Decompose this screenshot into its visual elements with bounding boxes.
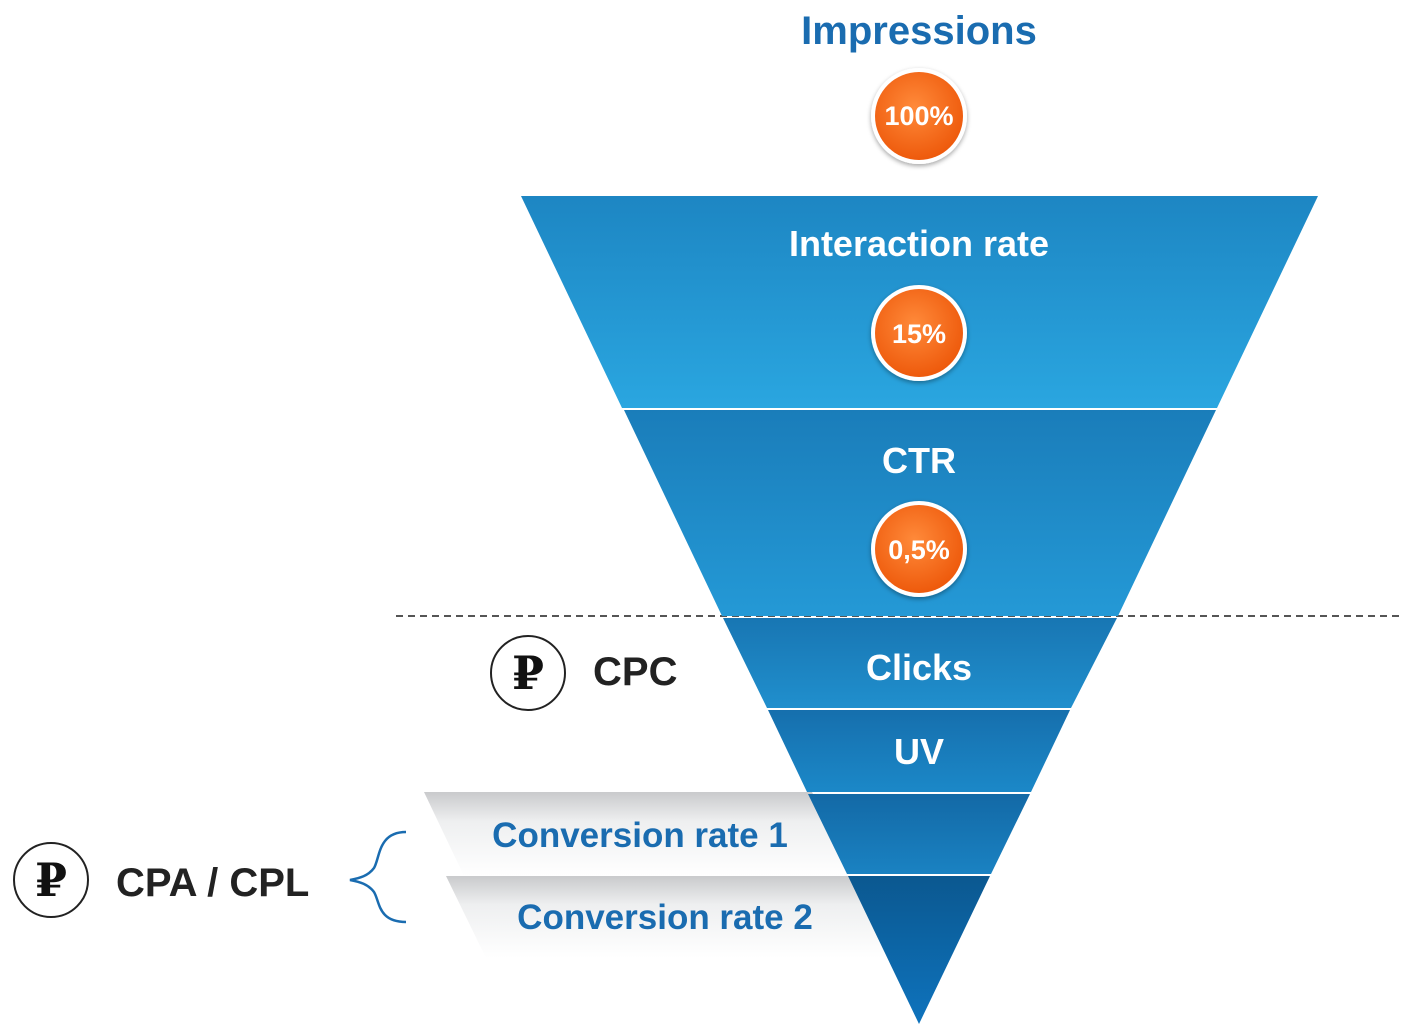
conversion-tab-2 — [446, 876, 892, 958]
ctr-badge-value: 0,5% — [888, 535, 950, 565]
svg-text:₽: ₽ — [512, 646, 544, 700]
conversion-rate-2-label: Conversion rate 2 — [517, 898, 813, 937]
stage-label-uv: UV — [894, 731, 944, 772]
interaction-rate-badge-value: 15% — [892, 319, 946, 349]
curly-brace — [349, 830, 407, 924]
cpa-cpl-label: CPA / CPL — [116, 861, 309, 905]
stage-label-ctr: CTR — [882, 440, 956, 481]
stage-label-interaction-rate: Interaction rate — [789, 223, 1049, 264]
svg-text:₽: ₽ — [35, 853, 67, 907]
interaction-rate-badge: 15% — [871, 285, 967, 381]
ruble-icon-cpc: ₽ — [490, 635, 566, 711]
impressions-title: Impressions — [801, 9, 1037, 53]
funnel-segment-conversion-1 — [808, 794, 1030, 874]
funnel-segment-uv — [768, 710, 1070, 792]
ruble-icon-cpa: ₽ — [13, 842, 89, 918]
ctr-badge: 0,5% — [871, 501, 967, 597]
stage-label-clicks: Clicks — [866, 647, 972, 688]
impressions-badge-value: 100% — [884, 101, 953, 131]
funnel-segment-clicks — [723, 618, 1117, 708]
conversion-rate-1-label: Conversion rate 1 — [492, 816, 788, 855]
funnel-segment-conversion-2 — [848, 876, 990, 1024]
conversion-tab-1 — [424, 792, 852, 876]
cpc-label: CPC — [593, 650, 677, 694]
impressions-badge: 100% — [871, 68, 967, 164]
